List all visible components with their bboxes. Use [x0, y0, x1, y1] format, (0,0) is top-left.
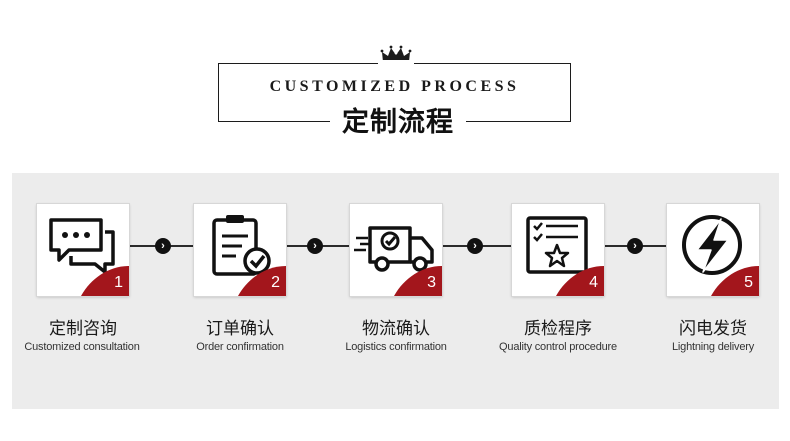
frame-border-bottom-right	[466, 121, 571, 122]
step-title-en: Customized consultation	[24, 341, 140, 353]
frame-border-left	[218, 63, 219, 122]
step-number: 4	[589, 274, 598, 291]
arrow-right-icon: ›	[467, 238, 483, 254]
step-title-en: Quality control procedure	[499, 341, 617, 353]
section-header: CUSTOMIZED PROCESS 定制流程	[0, 0, 790, 160]
step-number-badge	[711, 266, 759, 296]
title-chinese: 定制流程	[342, 107, 454, 137]
title-english: CUSTOMIZED PROCESS	[269, 78, 520, 95]
step-title-en: Logistics confirmation	[345, 341, 447, 353]
arrow-right-icon: ›	[155, 238, 171, 254]
step-title-cn: 闪电发货	[679, 319, 747, 338]
step-card-quality: 4	[512, 204, 604, 296]
frame-border-right	[570, 63, 571, 122]
arrow-right-icon: ›	[627, 238, 643, 254]
clipboard-check-icon	[212, 215, 271, 276]
step-number: 3	[427, 274, 436, 291]
step-number: 2	[271, 274, 280, 291]
step-number: 5	[744, 274, 753, 291]
step-number-badge	[81, 266, 129, 296]
step-title-cn: 订单确认	[206, 319, 274, 338]
delivery-truck-icon	[354, 226, 434, 272]
step-title-cn: 物流确认	[362, 319, 430, 338]
step-card-order: 2	[194, 204, 286, 296]
step-number-badge	[556, 266, 604, 296]
lightning-icon	[682, 215, 742, 275]
step-number-badge	[394, 266, 442, 296]
step-title-cn: 质检程序	[524, 319, 592, 338]
step-number-badge	[238, 266, 286, 296]
step-card-consultation: 1	[37, 204, 129, 296]
step-title-en: Order confirmation	[196, 341, 284, 353]
step-card-delivery: 5	[667, 204, 759, 296]
checklist-star-icon	[526, 216, 588, 274]
step-title-en: Lightning delivery	[671, 341, 754, 353]
step-card-logistics: 3	[350, 204, 442, 296]
chat-bubbles-icon	[49, 218, 115, 274]
step-number: 1	[114, 274, 123, 291]
step-title-cn: 定制咨询	[49, 319, 117, 338]
arrow-right-icon: ›	[307, 238, 323, 254]
frame-border-bottom-left	[218, 121, 330, 122]
